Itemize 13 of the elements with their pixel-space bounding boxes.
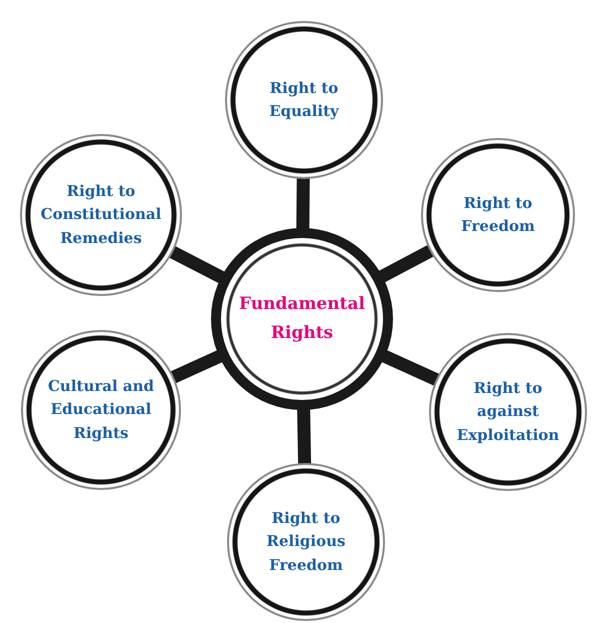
node-label: Right to Constitutional Remedies xyxy=(40,181,162,249)
node-label: Right to against Exploitation xyxy=(456,378,560,446)
connector-bar xyxy=(170,350,224,384)
node-label: Right to Equality xyxy=(268,78,340,122)
connector-bar xyxy=(297,408,312,464)
node-label: Right to Freedom xyxy=(460,192,536,237)
node-label: Right to Religious Freedom xyxy=(266,508,346,576)
connector-bar xyxy=(378,244,434,284)
node-label: Cultural and Educational Rights xyxy=(46,376,156,444)
connector-bar xyxy=(380,350,440,386)
node-label: Fundamental Rights xyxy=(238,293,366,345)
connector-bar xyxy=(169,246,226,284)
connector-bar xyxy=(296,178,310,230)
